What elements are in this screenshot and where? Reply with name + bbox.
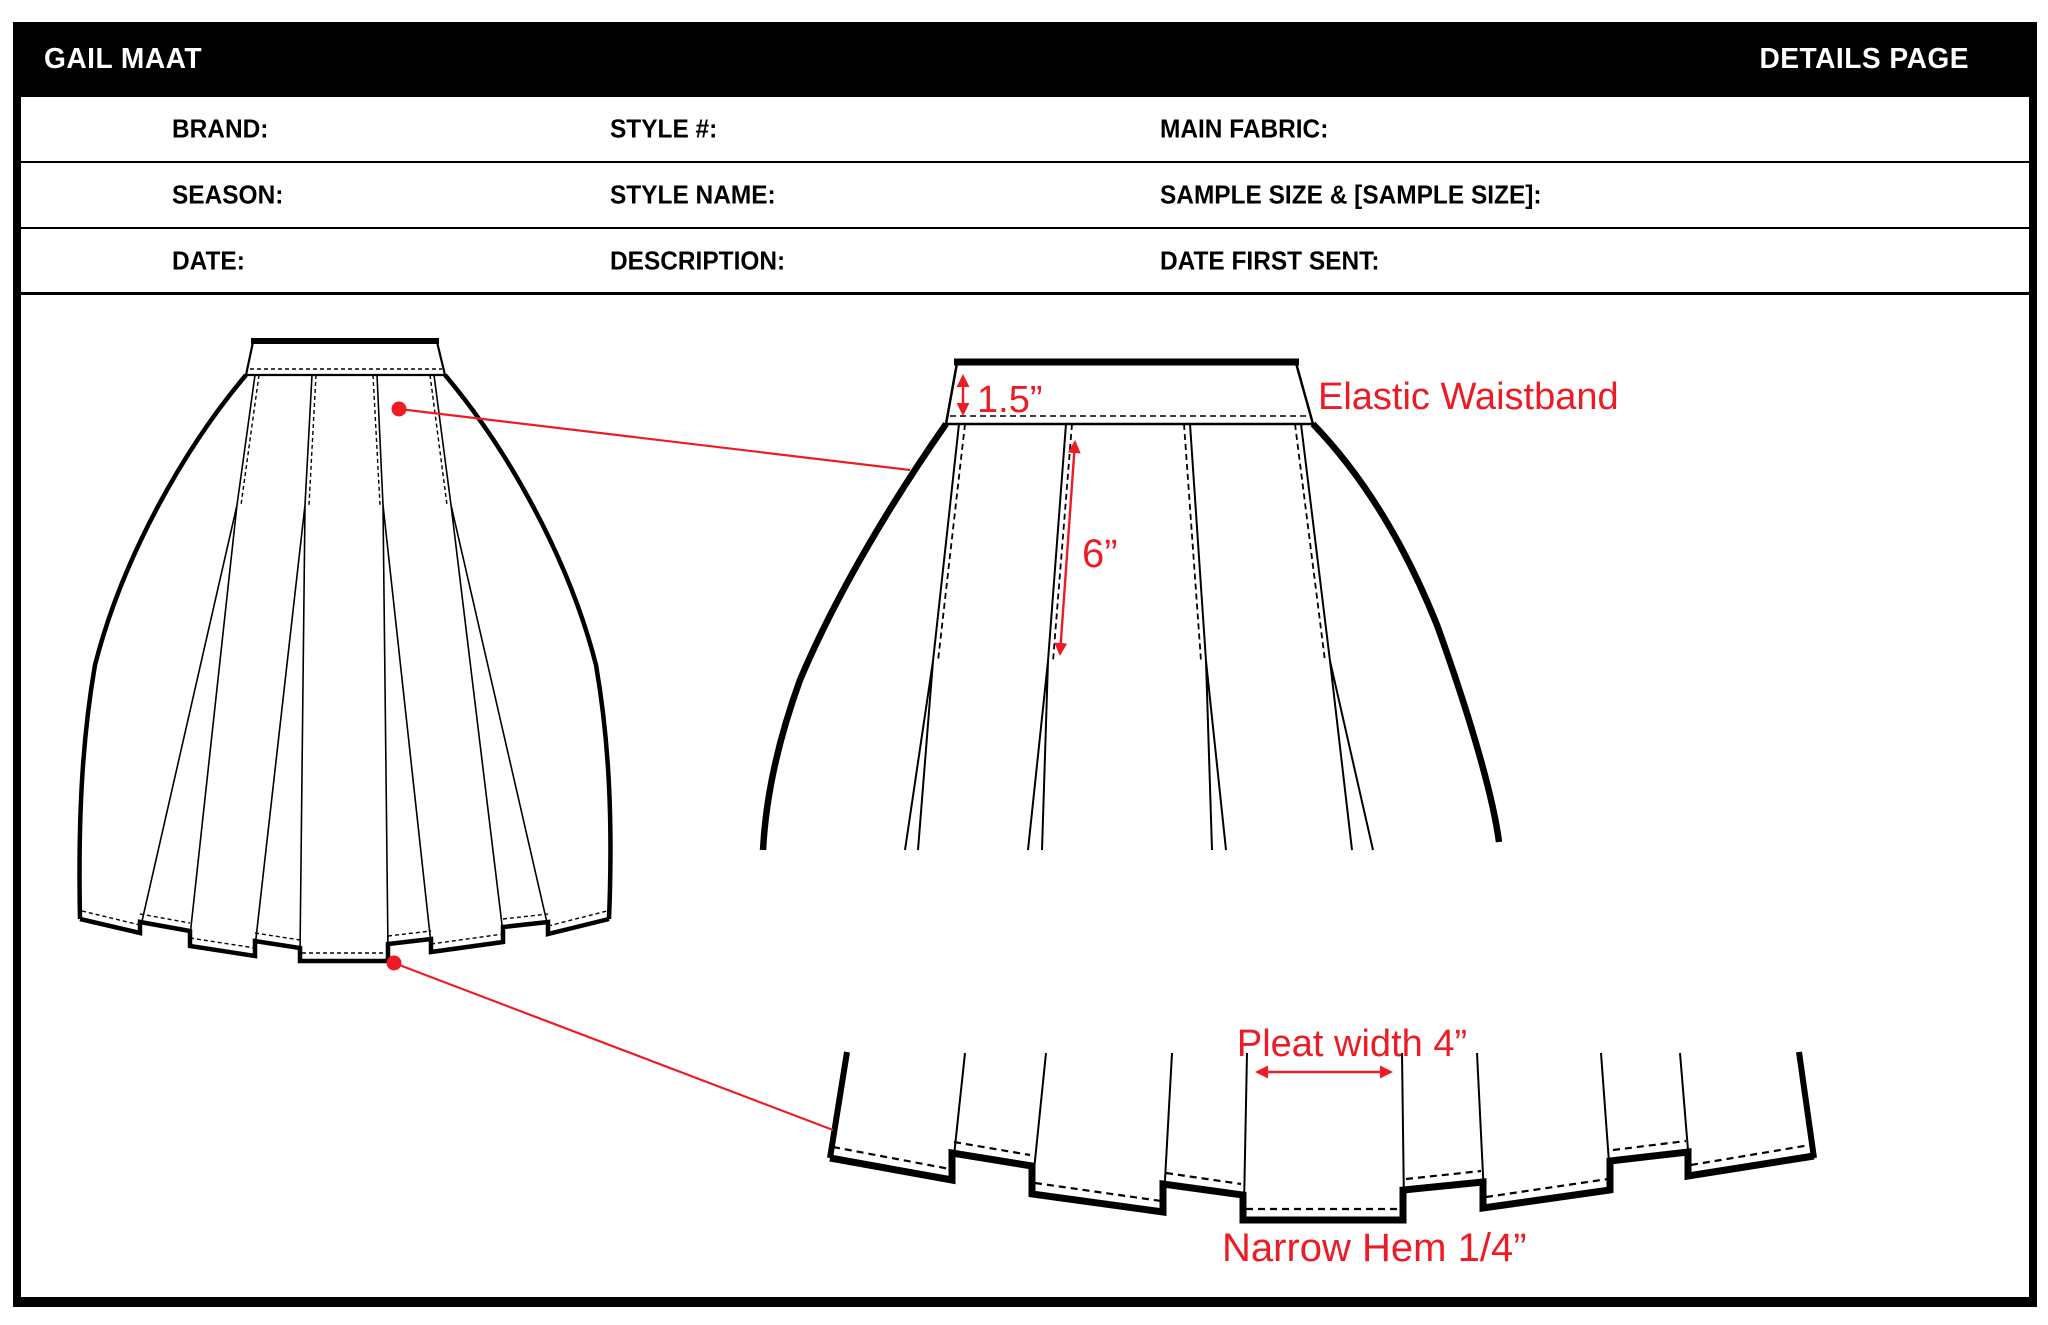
page-title: DETAILS PAGE	[1759, 43, 1969, 75]
hem-detail-view	[827, 1051, 1817, 1224]
label-brand: BRAND:	[172, 113, 269, 144]
red-annotations	[386, 374, 1393, 1132]
skirt-silhouette-right	[443, 373, 613, 920]
label-style-name: STYLE NAME:	[610, 179, 776, 210]
skirt-front-view	[77, 338, 613, 964]
detail-silhouette-left	[759, 422, 949, 851]
label-main-fabric: MAIN FABRIC:	[1160, 113, 1329, 144]
info-table: BRAND: STYLE #: MAIN FABRIC: SEASON: STY…	[21, 97, 2029, 295]
label-description: DESCRIPTION:	[610, 245, 786, 275]
skirt-hem-line	[79, 916, 610, 964]
label-date: DATE:	[172, 245, 245, 275]
label-style-number: STYLE #:	[610, 113, 718, 144]
hem-detail-right-edge	[1796, 1051, 1817, 1159]
skirt-silhouette-left	[77, 373, 248, 920]
header-bar: GAIL MAAT DETAILS PAGE	[21, 22, 2029, 97]
leader-line-waist	[398, 407, 911, 472]
pleat-width-label: Pleat width 4”	[1237, 1023, 1467, 1065]
elastic-waistband-label: Elastic Waistband	[1318, 376, 1619, 418]
hem-detail-panel-lines	[952, 1052, 1690, 1207]
info-row-3: DATE: DESCRIPTION: DATE FIRST SENT:	[21, 229, 2029, 295]
detail-pleat-stitch-lines	[937, 423, 1326, 662]
red-annotation-labels: 1.5” Elastic Waistband 6” Pleat width 4”…	[977, 376, 1619, 1270]
hem-detail-stitching	[832, 1139, 1811, 1211]
pleat-depth-label: 6”	[1082, 532, 1118, 576]
hem-detail-hem-line	[829, 1148, 1815, 1224]
detail-silhouette-right	[1310, 421, 1503, 843]
dimension-arrow-pleat-depth	[1054, 440, 1081, 656]
narrow-hem-label: Narrow Hem 1/4”	[1222, 1226, 1527, 1270]
info-row-2: SEASON: STYLE NAME: SAMPLE SIZE & [SAMPL…	[21, 163, 2029, 229]
brand-title: GAIL MAAT	[44, 43, 203, 75]
leader-line-hem	[393, 961, 834, 1132]
waistband-height-label: 1.5”	[977, 379, 1042, 421]
spec-sheet-page: GAIL MAAT DETAILS PAGE BRAND: STYLE #: M…	[13, 22, 2037, 1307]
waistband-detail-view	[759, 358, 1503, 851]
skirt-hem-stitching	[81, 910, 608, 954]
info-row-1: BRAND: STYLE #: MAIN FABRIC:	[21, 97, 2029, 163]
skirt-pleat-lines	[139, 374, 549, 954]
label-sample-size: SAMPLE SIZE & [SAMPLE SIZE]:	[1160, 179, 1542, 210]
label-season: SEASON:	[172, 179, 284, 210]
hem-detail-left-edge	[827, 1051, 850, 1159]
skirt-pleat-stitch-lines	[240, 374, 448, 506]
detail-pleat-lines	[904, 423, 1374, 851]
skirt-waistband	[244, 340, 447, 377]
label-date-first-sent: DATE FIRST SENT:	[1160, 245, 1380, 275]
